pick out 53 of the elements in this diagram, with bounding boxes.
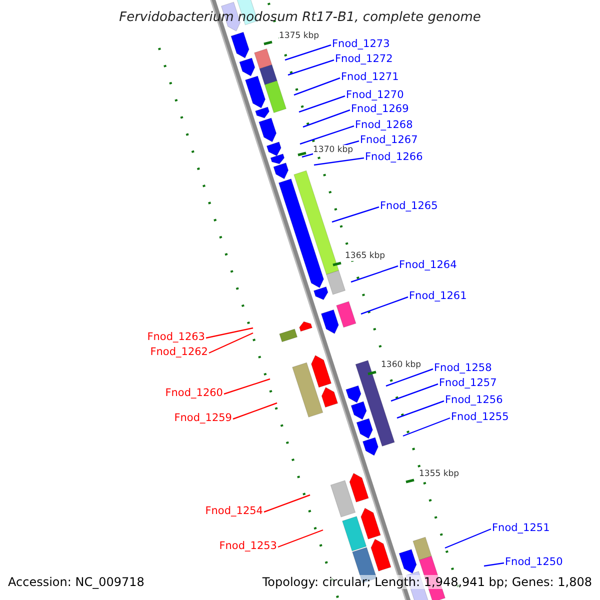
gene-label: Fnod_1263	[147, 331, 205, 343]
footer-note: Accession: NC_009718	[8, 575, 144, 589]
leader-line	[264, 494, 310, 513]
scale-label: 1370 kbp	[313, 145, 354, 155]
gene-label: Fnod_1268	[355, 119, 413, 131]
gene-label: Fnod_1255	[451, 411, 509, 423]
leader-line	[360, 296, 408, 315]
scale-label: 1360 kbp	[381, 360, 422, 370]
leader-line	[444, 528, 492, 549]
gene-label: Fnod_1266	[365, 151, 423, 163]
scale-label: 1365 kbp	[345, 251, 386, 261]
gene-label: Fnod_1256	[445, 394, 503, 406]
gene-label: Fnod_1260	[165, 387, 223, 399]
leader-line	[288, 59, 334, 76]
leader-line	[284, 44, 332, 61]
leader-line	[278, 529, 324, 548]
leader-line	[386, 368, 434, 387]
gene-label: Fnod_1261	[409, 290, 467, 302]
gene-label: Fnod_1273	[332, 38, 390, 50]
leader-line	[484, 562, 504, 567]
footer-note: Topology: circular; Length: 1,948,941 bp; Genes: 1,808	[262, 575, 592, 589]
leader-line	[300, 125, 354, 145]
gene-label: Fnod_1251	[492, 522, 550, 534]
leader-line	[298, 95, 346, 113]
leader-line	[350, 265, 398, 283]
leader-line	[314, 157, 364, 166]
leader-line	[332, 206, 380, 223]
map-title: Fervidobacterium nodosum Rt17-B1, complete genome	[118, 10, 482, 26]
gene-label: Fnod_1254	[205, 505, 263, 517]
leader-line	[390, 383, 438, 402]
gene-label: Fnod_1271	[341, 71, 399, 83]
gene-label: Fnod_1272	[335, 53, 393, 65]
leader-line	[294, 77, 340, 96]
leader-line	[206, 327, 254, 339]
gene-label: Fnod_1264	[399, 259, 457, 271]
gene-label: Fnod_1253	[219, 540, 277, 552]
gene-label: Fnod_1267	[360, 134, 418, 146]
gene-label: Fnod_1259	[174, 412, 232, 424]
gene-label: Fnod_1257	[439, 377, 497, 389]
leader-line	[402, 417, 450, 437]
leader-line	[224, 378, 270, 395]
leader-line	[396, 400, 444, 419]
leader-line	[302, 109, 350, 128]
gene-label: Fnod_1270	[346, 89, 404, 101]
gene-label: Fnod_1262	[150, 346, 208, 358]
gene-label: Fnod_1265	[380, 200, 438, 212]
leader-line	[208, 332, 254, 354]
gene-label: Fnod_1258	[434, 362, 492, 374]
gene-label: Fnod_1269	[351, 103, 409, 115]
scale-label: 1355 kbp	[419, 469, 460, 479]
scale-label: 1375 kbp	[279, 31, 320, 41]
leader-line	[232, 402, 278, 420]
gene-label: Fnod_1250	[505, 556, 563, 568]
